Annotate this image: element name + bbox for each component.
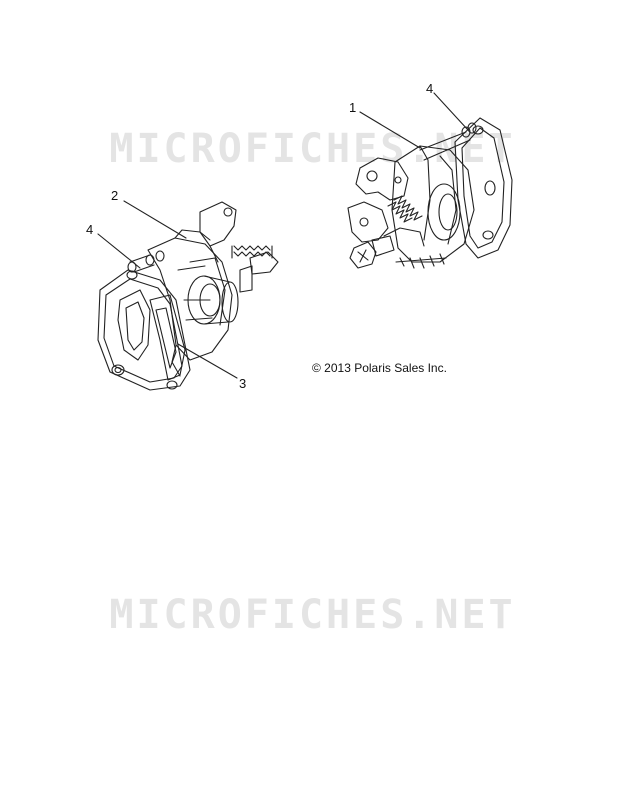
- callout-3: 3: [239, 376, 246, 391]
- callout-4-left: 4: [86, 222, 93, 237]
- leader-2: [123, 200, 187, 239]
- copyright-text: © 2013 Polaris Sales Inc.: [312, 361, 447, 375]
- leader-4-left: [97, 233, 141, 269]
- leader-1: [359, 111, 421, 149]
- leader-3: [177, 343, 238, 379]
- leader-4-right: [433, 92, 469, 131]
- callout-4-right: 4: [426, 81, 433, 96]
- right-caliper-drawing: [347, 117, 513, 269]
- watermark-bottom: MICROFICHES.NET: [109, 592, 516, 638]
- callout-2: 2: [111, 188, 118, 203]
- callout-1: 1: [349, 100, 356, 115]
- left-caliper-drawing: [97, 201, 279, 391]
